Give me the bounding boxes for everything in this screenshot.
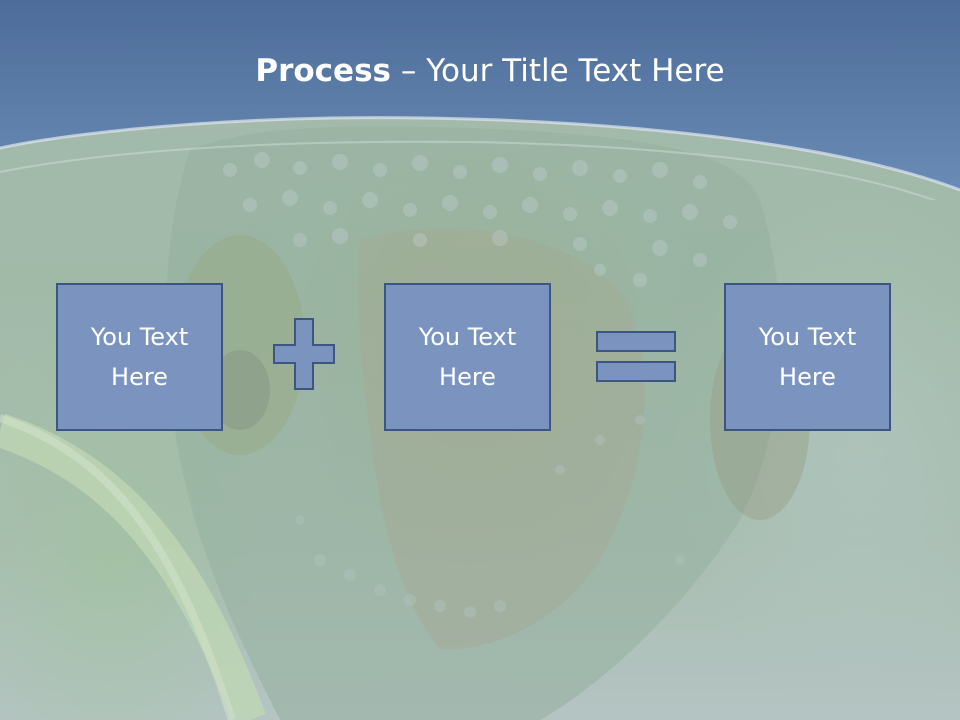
process-box-1[interactable]: You Text Here xyxy=(56,283,223,431)
process-box-2[interactable]: You Text Here xyxy=(384,283,551,431)
slide-title: Process – Your Title Text Here xyxy=(0,53,960,89)
title-bold: Process xyxy=(255,53,391,89)
process-box-2-text: You Text Here xyxy=(418,323,517,391)
process-box-3[interactable]: You Text Here xyxy=(724,283,891,431)
plus-icon xyxy=(273,318,335,390)
header-band xyxy=(0,0,960,200)
title-rest: – Your Title Text Here xyxy=(391,53,725,89)
process-box-1-text: You Text Here xyxy=(90,323,189,391)
process-box-3-text: You Text Here xyxy=(758,323,857,391)
equals-icon xyxy=(596,331,676,382)
